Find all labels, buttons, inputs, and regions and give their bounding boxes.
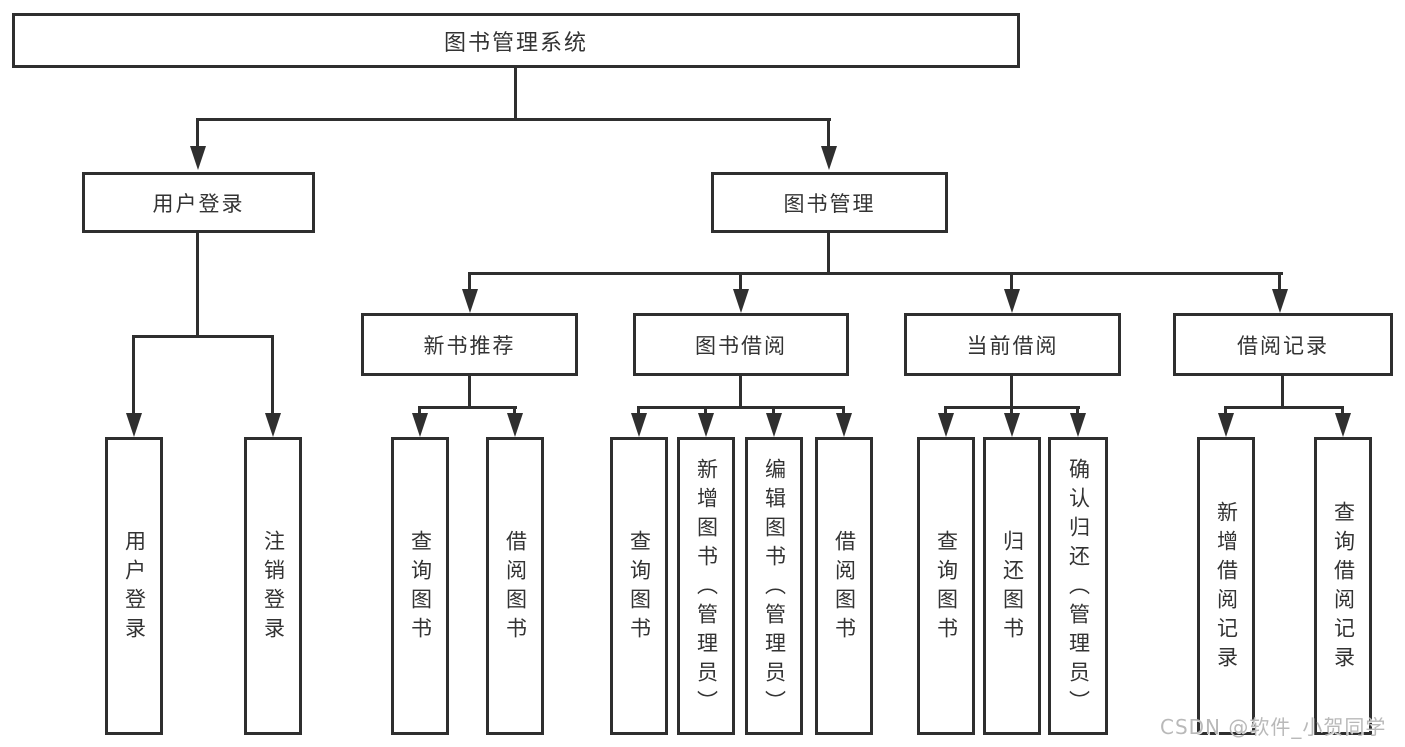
connector-ul-arm-1 — [132, 335, 135, 415]
connector-root-stub — [514, 68, 517, 121]
connector-nb-rail — [418, 406, 517, 409]
node-new-book-recommend: 新书推荐 — [361, 313, 578, 376]
connector-bb-stub — [739, 376, 742, 408]
arrow-down-icon — [1335, 413, 1351, 437]
leaf-query-books-1: 查询图书 — [391, 437, 449, 735]
connector-bm-stub — [827, 233, 830, 274]
connector-ul-arm-2 — [271, 335, 274, 415]
node-borrow-records: 借阅记录 — [1173, 313, 1393, 376]
leaf-query-borrow-record: 查询借阅记录 — [1314, 437, 1372, 735]
connector-nb-arm-1 — [418, 406, 421, 416]
arrow-down-icon — [1004, 289, 1020, 313]
connector-bm-arm-1 — [468, 272, 471, 292]
connector-cb-stub — [1010, 376, 1013, 408]
leaf-return-books: 归还图书 — [983, 437, 1041, 735]
connector-br-rail — [1224, 406, 1344, 409]
connector-ul-stub — [196, 233, 199, 338]
connector-cb-arm-2 — [1010, 406, 1013, 416]
leaf-logout: 注销登录 — [244, 437, 302, 735]
connector-br-arm-2 — [1341, 406, 1344, 416]
leaf-confirm-return-admin: 确认归还（管理员） — [1048, 437, 1108, 735]
arrow-down-icon — [1272, 289, 1288, 313]
connector-br-arm-1 — [1224, 406, 1227, 416]
arrow-down-icon — [938, 413, 954, 437]
connector-cb-arm-1 — [944, 406, 947, 416]
connector-bm-arm-3 — [1010, 272, 1013, 292]
arrow-down-icon — [766, 413, 782, 437]
arrow-down-icon — [821, 146, 837, 170]
leaf-query-books-2: 查询图书 — [610, 437, 668, 735]
arrow-down-icon — [733, 289, 749, 313]
leaf-add-borrow-record: 新增借阅记录 — [1197, 437, 1255, 735]
leaf-user-login: 用户登录 — [105, 437, 163, 735]
connector-bm-rail — [468, 272, 1283, 275]
connector-br-stub — [1281, 376, 1284, 408]
connector-ul-rail — [132, 335, 274, 338]
connector-cb-arm-3 — [1076, 406, 1079, 416]
arrow-down-icon — [1218, 413, 1234, 437]
connector-bm-arm-2 — [739, 272, 742, 292]
connector-bb-arm-1 — [637, 406, 640, 416]
leaf-query-books-3: 查询图书 — [917, 437, 975, 735]
connector-bb-rail — [637, 406, 845, 409]
leaf-add-book-admin: 新增图书（管理员） — [677, 437, 735, 735]
arrow-down-icon — [1004, 413, 1020, 437]
connector-bm-arm-4 — [1278, 272, 1281, 292]
node-user-login: 用户登录 — [82, 172, 315, 233]
arrow-down-icon — [265, 413, 281, 437]
connector-bb-arm-3 — [772, 406, 775, 416]
leaf-borrow-books-2: 借阅图书 — [815, 437, 873, 735]
arrow-down-icon — [190, 146, 206, 170]
connector-root-rail — [197, 118, 831, 121]
arrow-down-icon — [698, 413, 714, 437]
node-book-borrow: 图书借阅 — [633, 313, 849, 376]
connector-nb-stub — [468, 376, 471, 408]
arrow-down-icon — [836, 413, 852, 437]
arrow-down-icon — [462, 289, 478, 313]
arrow-down-icon — [507, 413, 523, 437]
connector-root-arm-1 — [196, 118, 199, 150]
arrow-down-icon — [412, 413, 428, 437]
leaf-edit-book-admin: 编辑图书（管理员） — [745, 437, 803, 735]
connector-nb-arm-2 — [513, 406, 516, 416]
connector-bb-arm-4 — [842, 406, 845, 416]
arrow-down-icon — [631, 413, 647, 437]
node-book-management: 图书管理 — [711, 172, 948, 233]
csdn-watermark: CSDN @软件_小贺同学 — [1160, 715, 1387, 739]
node-root: 图书管理系统 — [12, 13, 1020, 68]
arrow-down-icon — [1070, 413, 1086, 437]
node-current-borrow: 当前借阅 — [904, 313, 1121, 376]
connector-bb-arm-2 — [704, 406, 707, 416]
leaf-borrow-books-1: 借阅图书 — [486, 437, 544, 735]
connector-root-arm-2 — [827, 118, 830, 150]
arrow-down-icon — [126, 413, 142, 437]
